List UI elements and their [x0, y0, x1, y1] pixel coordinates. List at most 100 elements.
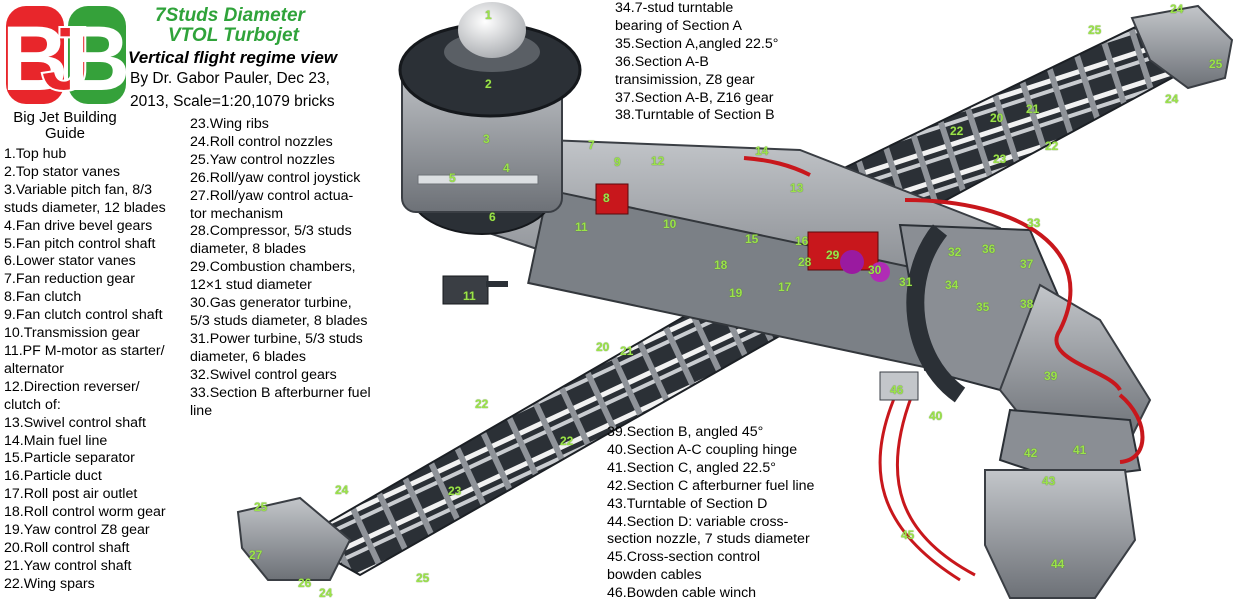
callout-24c: 24 [335, 483, 349, 497]
legend-item: 4.Fan drive bevel gears [4, 217, 153, 234]
legend-item: 42.Section C afterburner fuel line [607, 477, 815, 494]
legend-item: 24.Roll control nozzles [190, 133, 333, 150]
callout-1: 1 [485, 8, 492, 22]
callout-22b: 22 [1045, 139, 1059, 153]
callout-35: 35 [976, 300, 990, 314]
legend-item: 9.Fan clutch control shaft [4, 307, 163, 324]
callout-21a: 21 [1026, 102, 1040, 116]
legend-item: studs diameter, 12 blades [4, 199, 166, 216]
callout-22c: 22 [475, 397, 489, 411]
legend-item: 31.Power turbine, 5/3 studs [190, 330, 363, 347]
callout-19: 19 [729, 286, 743, 300]
legend-item: diameter, 8 blades [190, 241, 306, 258]
legend-item: 46.Bowden cable winch [607, 585, 757, 602]
legend-item: 34.7-stud turntable [615, 0, 734, 16]
callout-14: 14 [755, 144, 769, 158]
callout-33: 33 [1027, 216, 1041, 230]
legend-item: 12.Direction reverser/ [4, 378, 140, 395]
callout-29: 29 [826, 248, 840, 262]
title-line2: VTOL Turbojet [168, 25, 299, 46]
legend-item: diameter, 6 blades [190, 348, 306, 365]
section-b-afterburner-fuel-line [904, 198, 1122, 392]
author-line2: 2013, Scale=1:20,1079 bricks [130, 93, 335, 110]
callout-32: 32 [948, 245, 962, 259]
callout-24a: 24 [1170, 2, 1184, 16]
callout-45: 45 [901, 528, 915, 542]
callout-4: 4 [503, 161, 510, 175]
legend-item: 2.Top stator vanes [4, 163, 120, 180]
legend-item: 10.Transmission gear [4, 325, 140, 342]
callout-17: 17 [778, 280, 792, 294]
callout-36: 36 [982, 242, 996, 256]
author-line1: By Dr. Gabor Pauler, Dec 23, [130, 70, 330, 87]
legend-item: 30.Gas generator turbine, [190, 295, 352, 312]
legend-item: 8.Fan clutch [4, 289, 82, 306]
guide-line2: Guide [44, 125, 86, 142]
legend-item: 25.Yaw control nozzles [190, 151, 335, 168]
legend-item: 33.Section B afterburner fuel [190, 384, 371, 401]
legend-item: section nozzle, 7 studs diameter [607, 531, 810, 548]
legend-item: bearing of Section A [615, 17, 742, 34]
legend-item: 37.Section A-B, Z16 gear [615, 89, 774, 106]
callout-11b: 11 [463, 289, 476, 303]
legend-item: clutch of: [4, 396, 61, 413]
legend-item: 22.Wing spars [4, 575, 95, 592]
logo-red-block [6, 6, 64, 104]
legend-item: transimission, Z8 gear [615, 71, 755, 88]
callout-43: 43 [1042, 474, 1056, 488]
callout-31: 31 [899, 275, 913, 289]
fan-clutch-block [595, 183, 629, 215]
bowden-winch [879, 371, 919, 401]
legend-item: 44.Section D: variable cross- [607, 513, 789, 530]
bjb-logo: B J B [4, 6, 128, 108]
legend-item: 32.Swivel control gears [190, 366, 337, 383]
legend-item: 7.Fan reduction gear [4, 271, 135, 288]
callout-41: 41 [1073, 443, 1087, 457]
wingtip-left-pod [236, 496, 352, 581]
pf-m-motor-cable [486, 281, 508, 287]
callout-13: 13 [790, 181, 804, 195]
pf-m-motor [442, 275, 489, 305]
callout-38: 38 [1020, 297, 1034, 311]
callout-39: 39 [1044, 369, 1058, 383]
callout-28: 28 [798, 255, 812, 269]
legend-column-1: 1.Top hub 2.Top stator vanes 3.Variable … [4, 146, 166, 594]
legend-column-4: 39.Section B, angled 45° 40.Section A-C … [607, 424, 814, 603]
legend-item: 28.Compressor, 5/3 studs [190, 223, 352, 240]
callout-7: 7 [588, 138, 595, 152]
callout-42: 42 [1024, 446, 1038, 460]
callout-9: 9 [614, 155, 621, 169]
callout-21b: 21 [620, 344, 634, 358]
legend-item: 5/3 studs diameter, 8 blades [190, 312, 368, 329]
callout-18: 18 [714, 258, 728, 272]
callout-20b: 20 [596, 340, 610, 354]
callout-11: 11 [575, 220, 588, 234]
legend-item: 26.Roll/yaw control joystick [190, 169, 361, 186]
callout-40: 40 [929, 409, 943, 423]
legend-item: tor mechanism [190, 205, 284, 222]
callout-22d: 22 [560, 434, 574, 448]
legend-item: 43.Turntable of Section D [607, 495, 768, 512]
legend-item: 15.Particle separator [4, 450, 135, 467]
legend-item: 40.Section A-C coupling hinge [607, 441, 798, 458]
legend-item: bowden cables [607, 567, 702, 584]
legend-item: 3.Variable pitch fan, 8/3 [4, 181, 153, 198]
legend-item: 41.Section C, angled 22.5° [607, 459, 776, 476]
callout-16: 16 [795, 234, 809, 248]
bowden-cables [878, 384, 976, 582]
callout-25c: 25 [254, 500, 268, 514]
callout-20a: 20 [990, 111, 1004, 125]
callout-25a: 25 [1088, 23, 1102, 37]
title-line1: 7Studs Diameter [155, 5, 305, 26]
legend-item: 20.Roll control shaft [4, 539, 130, 556]
callout-5: 5 [449, 171, 456, 185]
combustion-disc-a [840, 250, 864, 274]
logo-green-block [68, 6, 126, 104]
callout-15: 15 [745, 232, 759, 246]
swivel-gear-ring [906, 224, 966, 403]
wingtip-right-pod [1130, 4, 1234, 90]
callout-23a: 23 [993, 152, 1007, 166]
callout-23b: 23 [448, 484, 462, 498]
